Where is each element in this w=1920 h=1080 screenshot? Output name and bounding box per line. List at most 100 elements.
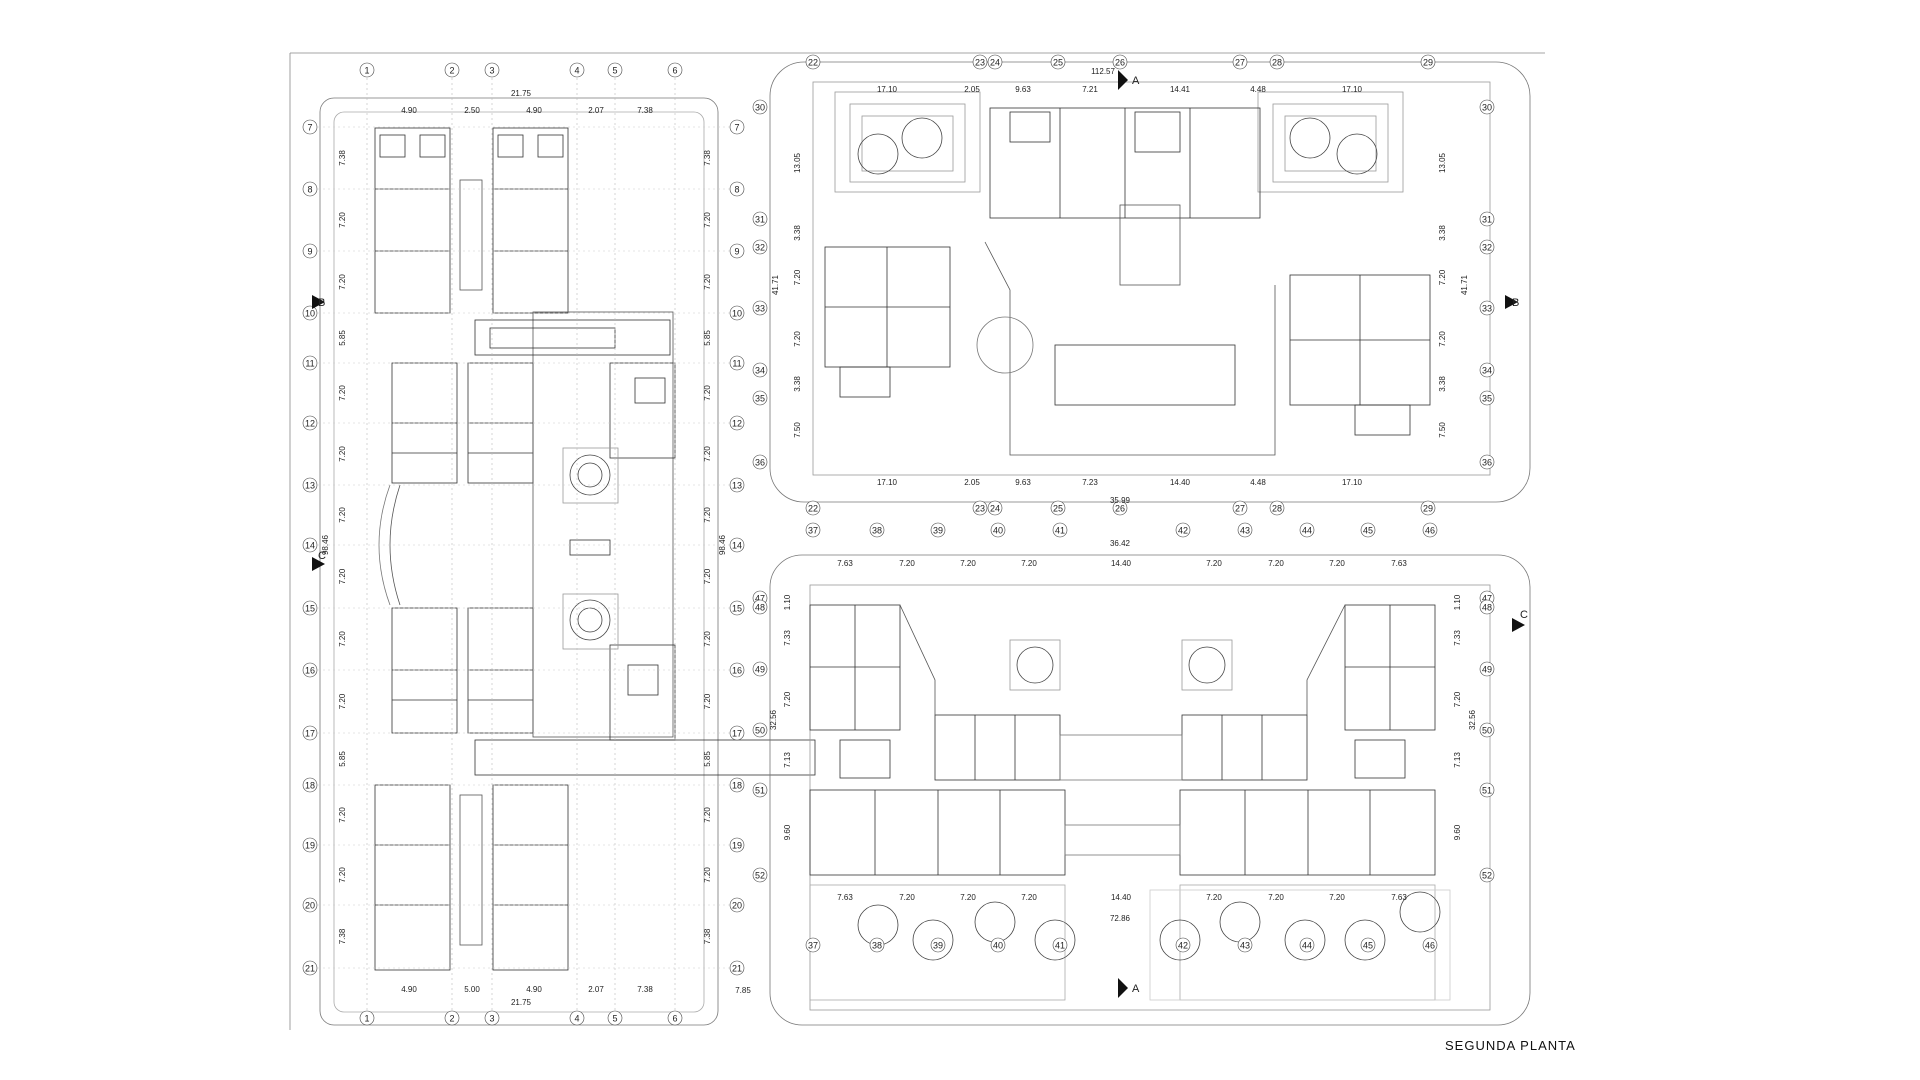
dim-tr-bottom-6: 17.10: [1342, 478, 1363, 487]
dim-left-east-1: 7.20: [703, 212, 712, 228]
dim-tr-top-total: 112.57: [1091, 67, 1115, 76]
grid-bubble-left-east-20: 20: [732, 901, 742, 911]
grid-bubble-left-east-12-circle: [729, 415, 745, 431]
dim-left-bottom-3: 2.07: [588, 985, 604, 994]
dim-tr-top-1: 2.05: [964, 85, 980, 94]
top-right-trees: [857, 117, 1378, 175]
dim-left-bottom-total: 21.75: [511, 998, 532, 1007]
grid-bubble-br-top-43-circle: [1237, 522, 1253, 538]
dim-left-west-8: 7.20: [338, 631, 347, 647]
grid-bubble-tr-top-24: 24: [990, 58, 1000, 68]
dim-left-east-11: 7.20: [703, 807, 712, 823]
dim-br-bottom-6: 7.20: [1268, 893, 1284, 902]
dim-left-top-3: 2.07: [588, 106, 604, 115]
grid-bubble-tr-bottom-28-circle: [1269, 500, 1285, 516]
top-right-site-boundary: [769, 61, 1531, 503]
grid-bubble-tr-bottom-26: 26: [1115, 504, 1125, 514]
grid-bubble-left-top-6: 6: [672, 66, 677, 76]
dim-left-top-1: 2.50: [464, 106, 480, 115]
grid-bubble-left-east-8-circle: [729, 181, 745, 197]
dim-br-west-4: 9.60: [783, 824, 792, 840]
dim-tr-bottom-2: 9.63: [1015, 478, 1031, 487]
dim-tr-east-5: 7.50: [1438, 422, 1447, 438]
grid-bubble-left-west-15: 15: [305, 604, 315, 614]
grid-bubble-tr-top-29-circle: [1420, 54, 1436, 70]
grid-bubble-tr-east-31-circle: [1479, 211, 1495, 227]
top-right-east-apartments: [1289, 274, 1431, 436]
grid-bubble-tr-west-33-circle: [752, 300, 768, 316]
grid-bubble-left-west-11-circle: [302, 355, 318, 371]
bottom-right-courtyard-units: [934, 714, 1308, 781]
grid-bubble-left-top-4: 4: [574, 66, 579, 76]
dim-tr-top-3: 7.21: [1082, 85, 1098, 94]
dim-br-bottom-2: 7.20: [960, 893, 976, 902]
dim-tr-top-6: 17.10: [1342, 85, 1363, 94]
bottom-right-trees: [857, 891, 1441, 961]
grid-bubble-left-east-13-circle: [729, 477, 745, 493]
grid-bubble-tr-west-35-circle: [752, 390, 768, 406]
dim-left-east-5: 7.20: [703, 446, 712, 462]
grid-bubble-tr-west-30: 30: [755, 103, 765, 113]
dim-br-east-1: 7.33: [1453, 630, 1462, 646]
dim-br-west-0: 1.10: [783, 594, 792, 610]
grid-bubble-tr-bottom-24-circle: [987, 500, 1003, 516]
dim-br-top-7: 7.20: [1329, 559, 1345, 568]
grid-bubble-br-bottom-45: 45: [1363, 941, 1373, 951]
dim-br-bottom-8: 7.63: [1391, 893, 1407, 902]
grid-bubble-tr-bottom-27: 27: [1235, 504, 1245, 514]
grid-bubble-tr-east-31: 31: [1482, 215, 1492, 225]
grid-bubble-left-west-16: 16: [305, 666, 315, 676]
section-mark-b-right: B: [1505, 295, 1519, 309]
grid-bubble-br-west-48: 48: [755, 603, 765, 613]
grid-bubble-left-west-9: 9: [307, 247, 312, 257]
grid-bubble-tr-bottom-28: 28: [1272, 504, 1282, 514]
svg-text:B: B: [318, 297, 325, 309]
dim-br-overall-west: 32.56: [769, 709, 778, 730]
left-apartment-block-bottom: [374, 784, 569, 971]
dim-br-west-2: 7.20: [783, 691, 792, 707]
grid-bubble-left-west-7-circle: [302, 119, 318, 135]
grid-bubble-left-east-10: 10: [732, 309, 742, 319]
grid-bubble-tr-west-34: 34: [755, 366, 765, 376]
grid-bubble-left-west-14: 14: [305, 541, 315, 551]
dim-tr-west-0: 13.05: [793, 152, 802, 173]
grid-bubble-br-bottom-40-circle: [990, 937, 1006, 953]
grid-bubble-tr-bottom-22-circle: [805, 500, 821, 516]
grid-bubble-left-bottom-4-circle: [569, 1010, 585, 1026]
grid-bubble-tr-top-28-circle: [1269, 54, 1285, 70]
grid-bubble-left-bottom-2: 2: [449, 1014, 454, 1024]
grid-bubble-left-top-4-circle: [569, 62, 585, 78]
dim-left-west-10: 5.85: [338, 751, 347, 767]
grid-bubble-br-west-47: 47: [755, 594, 765, 604]
grid-bubble-br-bottom-37-circle: [805, 937, 821, 953]
dim-tr-west-5: 7.50: [793, 422, 802, 438]
dim-left-overall-east: 98.46: [718, 534, 727, 555]
svg-text:C: C: [1520, 609, 1528, 621]
grid-bubble-left-top-5-circle: [607, 62, 623, 78]
dim-left-bottom-2: 4.90: [526, 985, 542, 994]
dim-tr-overall-west: 41.71: [771, 274, 780, 295]
grid-bubble-br-west-51: 51: [755, 786, 765, 796]
grid-bubble-left-west-20-circle: [302, 897, 318, 913]
grid-bubble-br-bottom-43: 43: [1240, 941, 1250, 951]
grid-bubble-tr-bottom-24: 24: [990, 504, 1000, 514]
grid-bubble-left-top-1: 1: [364, 66, 369, 76]
dim-left-top-2: 4.90: [526, 106, 542, 115]
grid-bubble-br-top-37: 37: [808, 526, 818, 536]
grid-bubble-left-west-19-circle: [302, 837, 318, 853]
grid-bubble-left-east-14: 14: [732, 541, 742, 551]
grid-bubble-left-west-17: 17: [305, 729, 315, 739]
dim-left-west-0: 7.38: [338, 150, 347, 166]
grid-bubble-left-west-11: 11: [305, 359, 314, 369]
grid-bubble-tr-bottom-23: 23: [975, 504, 985, 514]
top-right-central-block: [989, 107, 1261, 219]
grid-bubble-tr-west-32-circle: [752, 239, 768, 255]
dim-left-east-12: 7.20: [703, 867, 712, 883]
grid-bubble-br-top-45-circle: [1360, 522, 1376, 538]
dim-left-east-9: 7.20: [703, 693, 712, 709]
grid-bubble-br-west-52: 52: [755, 871, 765, 881]
grid-bubble-br-bottom-41-circle: [1052, 937, 1068, 953]
bottom-right-south-bar: [809, 789, 1436, 876]
svg-text:A: A: [1132, 75, 1140, 87]
section-mark-c-right: C: [1512, 609, 1528, 632]
